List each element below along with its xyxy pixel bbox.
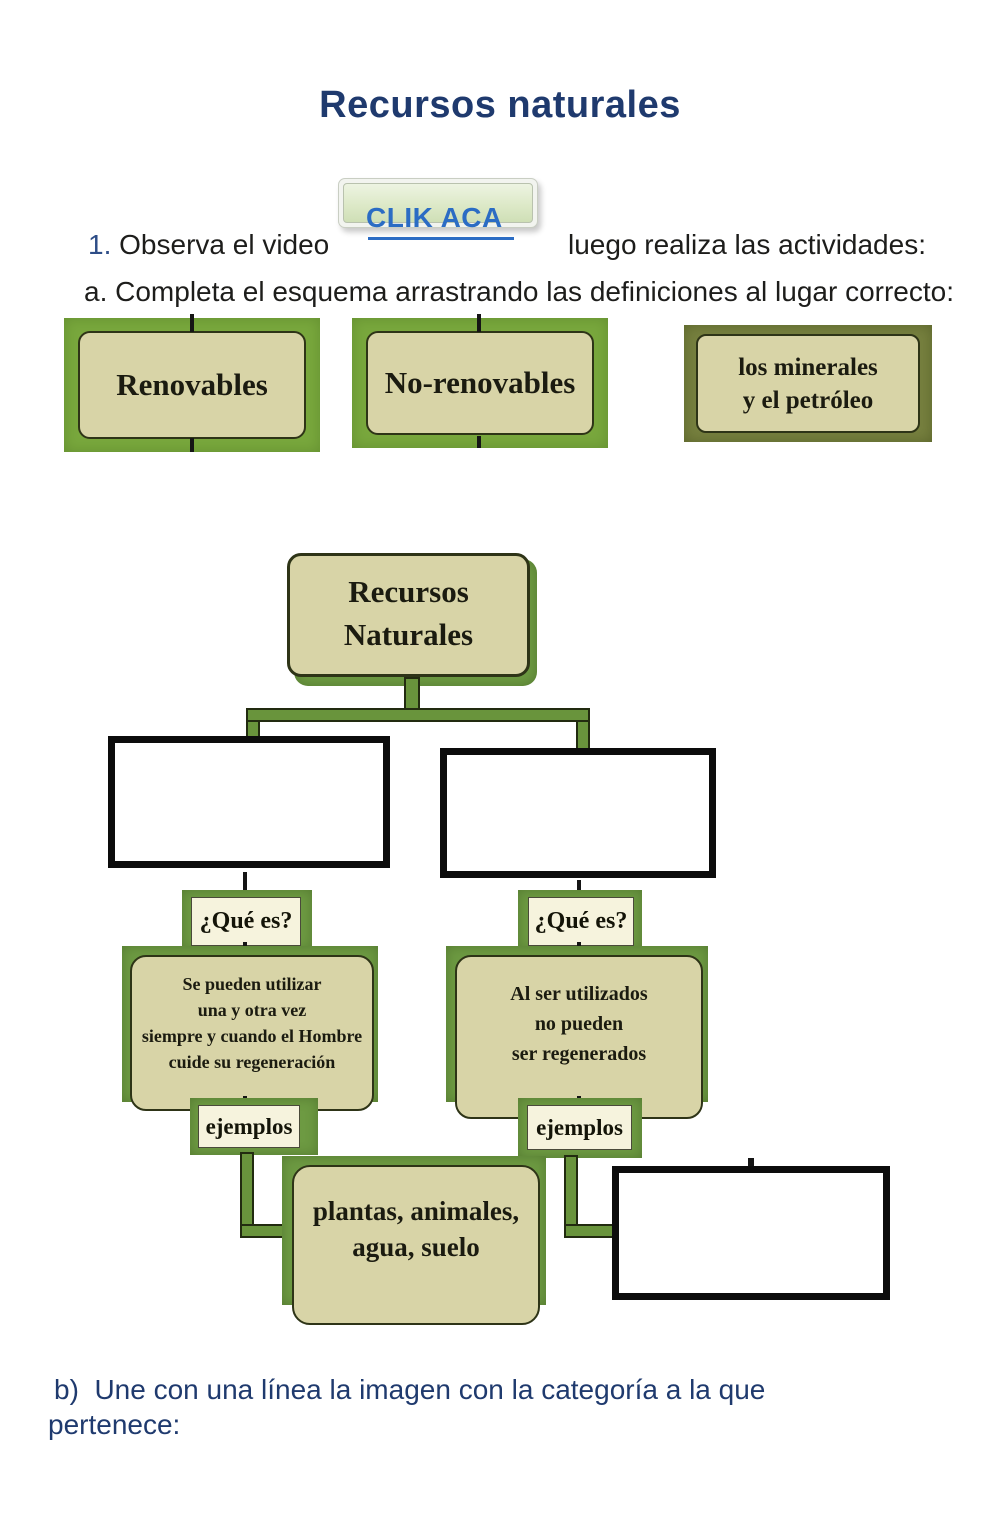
stub-renovables-top <box>190 314 194 332</box>
video-link-button-face[interactable] <box>343 183 533 223</box>
instruction-step1-left: 1. Observa el video <box>88 229 329 261</box>
definition-right-line3: ser regenerados <box>511 1043 647 1065</box>
examples-left-box: plantas, animales, agua, suelo <box>292 1165 540 1325</box>
definition-right-line2: no pueden <box>534 1013 624 1035</box>
tick-right-quees <box>577 880 581 896</box>
diagram-root-line2: Naturales <box>343 617 474 652</box>
tick-left-quees <box>243 872 247 896</box>
definition-left-box: Se pueden utilizar una y otra vez siempr… <box>130 955 374 1111</box>
diagram-root-line1: Recursos <box>348 574 469 609</box>
definition-left-line4: cuide su regeneración <box>168 1052 336 1072</box>
definition-right-frame: Al ser utilizados no pueden ser regenera… <box>446 946 708 1119</box>
drop-target-right-examples[interactable] <box>612 1166 890 1300</box>
tick-examples-right-top <box>748 1158 754 1168</box>
stub-no-renovables-bottom <box>477 436 481 448</box>
instruction-step-b-line1: b) Une con una línea la imagen con la ca… <box>54 1374 766 1405</box>
definition-right-line1: Al ser utilizados <box>510 983 648 1005</box>
ejemplos-left-frame: ejemplos <box>190 1098 318 1155</box>
connector-horizontal-bar <box>246 708 590 722</box>
definition-right-box: Al ser utilizados no pueden ser regenera… <box>455 955 703 1119</box>
draggable-no-renovables[interactable]: No-renovables <box>352 318 608 448</box>
quees-right-frame: ¿Qué es? <box>518 890 642 950</box>
instruction-step1-right: luego realiza las actividades: <box>568 229 926 260</box>
step1-number: 1. <box>88 229 112 260</box>
ejemplos-left-label: ejemplos <box>198 1105 300 1148</box>
definition-left-frame: Se pueden utilizar una y otra vez siempr… <box>122 946 378 1111</box>
draggable-minerales-label[interactable]: los minerales y el petróleo <box>696 334 920 433</box>
draggable-renovables[interactable]: Renovables <box>64 318 320 452</box>
video-link-underline <box>368 237 514 240</box>
instruction-step-b-line2: pertenece: <box>48 1409 181 1440</box>
stub-renovables-bottom <box>190 438 194 452</box>
stub-no-renovables-top <box>477 314 481 332</box>
draggable-renovables-label[interactable]: Renovables <box>78 331 306 439</box>
page-title: Recursos naturales <box>319 84 681 126</box>
draggable-no-renovables-label[interactable]: No-renovables <box>366 331 594 435</box>
draggable-minerales-line2: y el petróleo <box>742 386 874 414</box>
connector-right-L-horizontal <box>564 1224 618 1238</box>
drop-target-left-category[interactable] <box>108 736 390 868</box>
ejemplos-right-label: ejemplos <box>527 1105 632 1150</box>
connector-root-stub <box>404 677 420 712</box>
quees-right-label: ¿Qué es? <box>528 897 634 946</box>
instruction-step-a: a. Completa el esquema arrastrando las d… <box>84 276 955 307</box>
draggable-minerales-line1: los minerales <box>738 353 878 381</box>
connector-right-drop <box>576 720 590 750</box>
ejemplos-right-frame: ejemplos <box>518 1098 642 1158</box>
examples-left-line1: plantas, animales, <box>312 1196 520 1226</box>
drop-target-right-category[interactable] <box>440 748 716 878</box>
diagram-root-box: Recursos Naturales <box>287 553 530 677</box>
video-link-button[interactable] <box>338 178 538 228</box>
draggable-minerales[interactable]: los minerales y el petróleo <box>684 325 932 442</box>
quees-left-label: ¿Qué es? <box>191 897 301 946</box>
definition-left-line3: siempre y cuando el Hombre <box>141 1026 363 1046</box>
video-link-label[interactable]: CLIK ACA <box>366 202 503 233</box>
definition-left-line1: Se pueden utilizar <box>182 974 322 994</box>
examples-left-frame: plantas, animales, agua, suelo <box>282 1156 546 1325</box>
quees-left-frame: ¿Qué es? <box>182 890 312 950</box>
step1-text-before: Observa el video <box>119 229 330 260</box>
definition-left-line2: una y otra vez <box>197 1000 307 1020</box>
examples-left-line2: agua, suelo <box>352 1232 480 1262</box>
